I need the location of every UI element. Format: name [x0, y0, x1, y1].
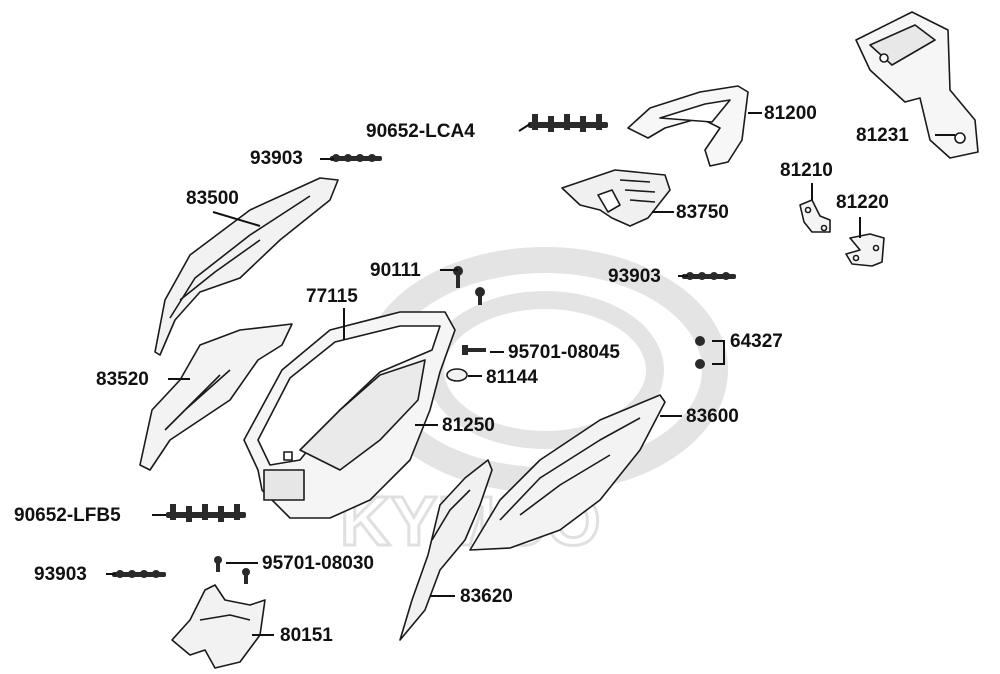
label-95701-08030: 95701-08030 [262, 553, 374, 574]
label-90652-lca4: 90652-LCA4 [366, 121, 475, 142]
label-81144: 81144 [486, 367, 538, 388]
part-80151-lower-cover [171, 584, 266, 669]
part-93903-screws-mid [682, 272, 736, 280]
part-81144-clip [446, 368, 468, 382]
part-81231-bracket [855, 11, 979, 159]
part-81250-helmet-box [243, 311, 456, 519]
label-64327: 64327 [730, 331, 783, 352]
part-83620-inner-panel [399, 459, 493, 641]
part-83750-carrier-cover [561, 169, 671, 227]
label-90111: 90111 [370, 260, 421, 281]
part-95701-08030-bolts [214, 556, 250, 584]
label-77115: 77115 [306, 286, 358, 307]
label-95701-08045: 95701-08045 [508, 342, 620, 363]
label-83600: 83600 [686, 406, 739, 427]
label-81210: 81210 [780, 160, 833, 181]
leader-lines [106, 112, 955, 636]
label-83750: 83750 [676, 202, 729, 223]
part-83500-side-cover [154, 177, 339, 356]
part-95701-08045-bolt [462, 345, 486, 355]
part-90652-lfb5-clips [166, 504, 246, 522]
label-83620: 83620 [460, 586, 513, 607]
part-81220-bracket [845, 233, 885, 267]
part-93903-screws-top [330, 154, 382, 162]
label-80151: 80151 [280, 625, 333, 646]
label-83520: 83520 [96, 369, 149, 390]
label-93903-mid: 93903 [608, 266, 661, 287]
label-81200: 81200 [764, 103, 817, 124]
part-81200-grab-rail [627, 85, 749, 167]
part-64327-nuts [695, 336, 705, 369]
label-90652-lfb5: 90652-LFB5 [14, 505, 121, 526]
label-93903-top: 93903 [250, 148, 303, 169]
label-81231: 81231 [856, 125, 909, 146]
label-83500: 83500 [186, 188, 239, 209]
part-90652-lca4-clips [528, 114, 608, 132]
label-81220: 81220 [836, 192, 889, 213]
label-81250: 81250 [442, 415, 495, 436]
label-93903-bottom: 93903 [34, 564, 87, 585]
part-83600-side-cover [469, 394, 666, 551]
part-81210-bracket [799, 199, 831, 233]
part-93903-screws-bottom [112, 570, 166, 578]
